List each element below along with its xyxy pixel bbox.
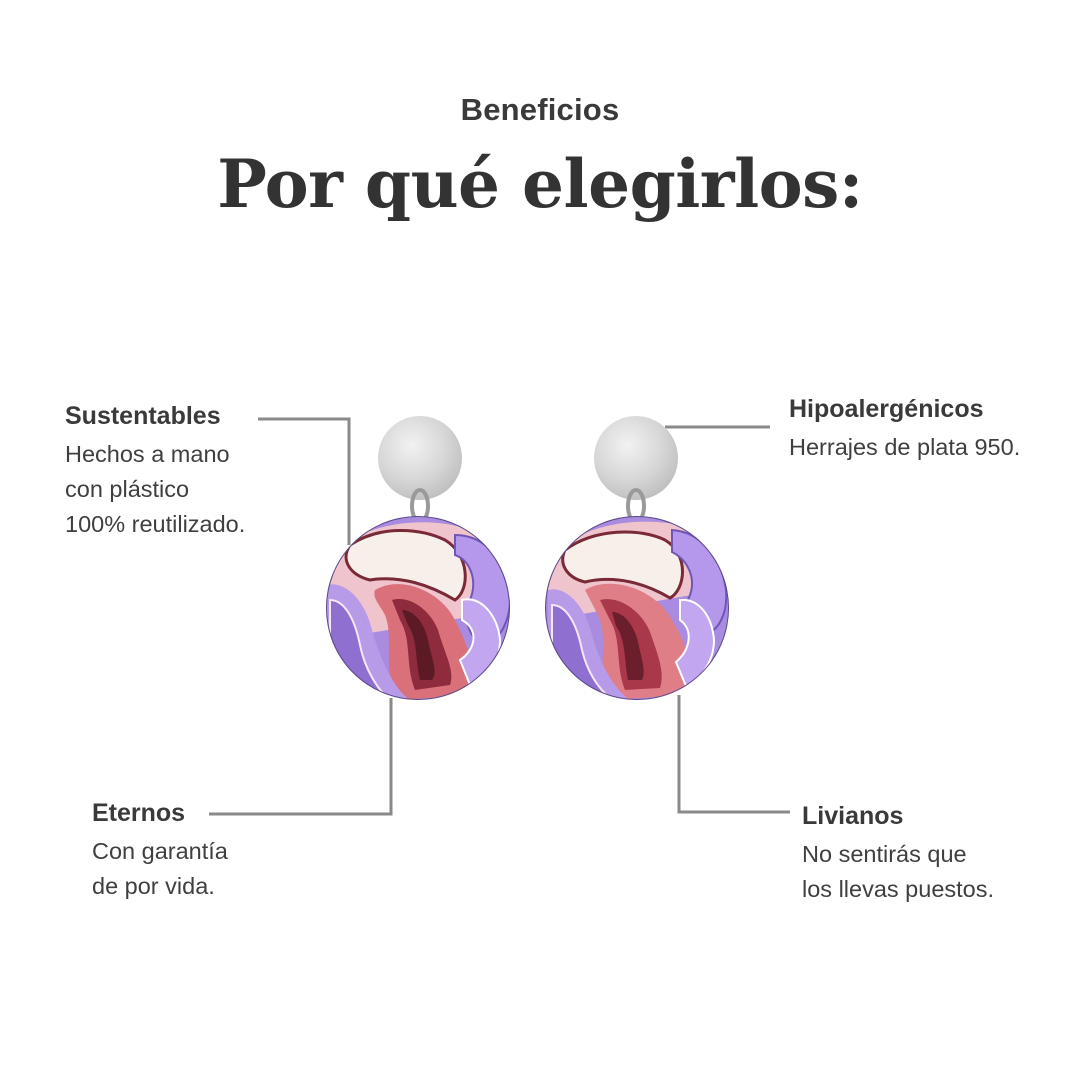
- benefit-description-line: Hechos a mano: [65, 441, 230, 467]
- eyebrow-heading: Beneficios: [460, 92, 620, 127]
- page-title: Por qué elegirlos:: [217, 145, 863, 223]
- benefit-title: Hipoalergénicos: [789, 395, 984, 423]
- benefit-description-line: No sentirás que: [802, 841, 967, 867]
- benefit-description-line: con plástico: [65, 476, 190, 502]
- swirl-disc-icon: [326, 516, 510, 700]
- benefit-sustentables: Sustentables Hechos a mano con plástico …: [65, 401, 245, 542]
- benefit-description-line: de por vida.: [92, 873, 215, 899]
- benefit-description-line: Con garantía: [92, 838, 228, 864]
- silver-stud-icon: [594, 416, 678, 500]
- benefit-title: Eternos: [92, 799, 186, 827]
- benefit-hipoalergenicos: Hipoalergénicos Herrajes de plata 950.: [789, 394, 1020, 465]
- benefit-eternos: Eternos Con garantía de por vida.: [92, 798, 228, 904]
- benefit-description-line: los llevas puestos.: [802, 876, 995, 902]
- earring-left: [326, 416, 510, 700]
- earring-right: [545, 416, 729, 700]
- benefit-title: Livianos: [802, 802, 904, 830]
- benefit-description-line: 100% reutilizado.: [65, 511, 246, 537]
- swirl-disc-icon: [545, 516, 729, 700]
- benefit-title: Sustentables: [65, 402, 221, 430]
- silver-stud-icon: [378, 416, 462, 500]
- benefit-livianos: Livianos No sentirás que los llevas pues…: [802, 801, 994, 907]
- benefit-description-line: Herrajes de plata 950.: [789, 434, 1021, 460]
